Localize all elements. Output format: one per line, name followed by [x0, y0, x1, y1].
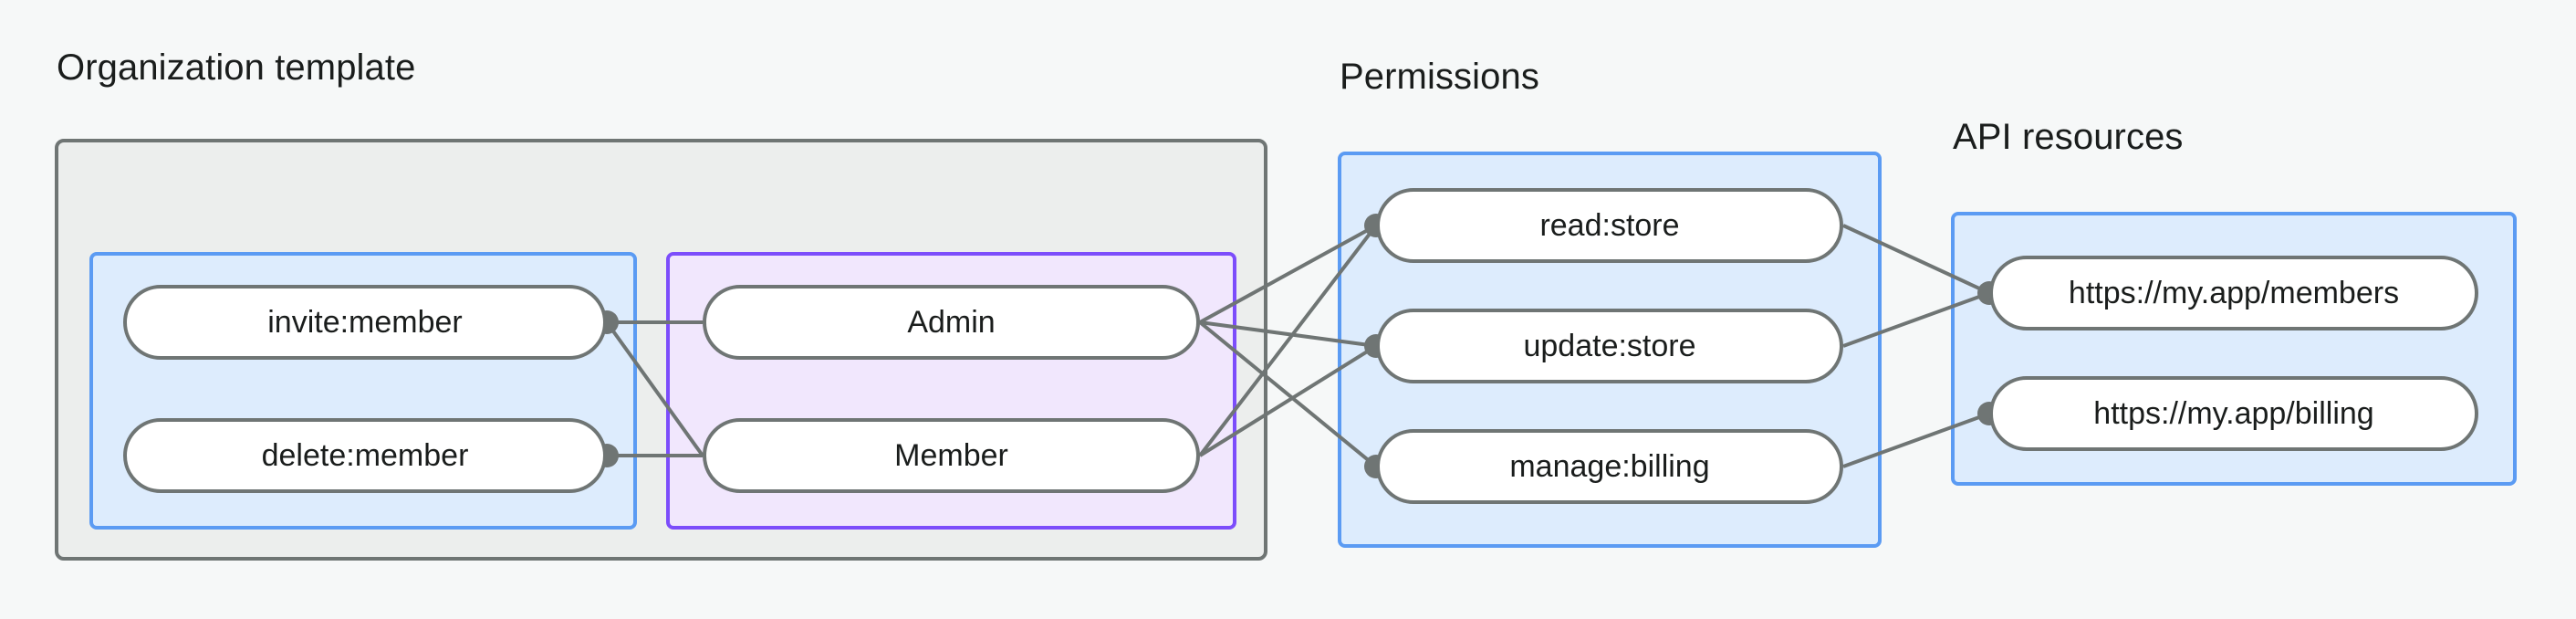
node-members-url[interactable]: https://my.app/members — [1989, 256, 2478, 330]
node-label: Admin — [907, 304, 996, 340]
node-manage-billing[interactable]: manage:billing — [1376, 429, 1843, 504]
node-update-store[interactable]: update:store — [1376, 309, 1843, 383]
node-billing-url[interactable]: https://my.app/billing — [1989, 376, 2478, 451]
node-delete-member[interactable]: delete:member — [123, 418, 607, 493]
node-label: update:store — [1523, 328, 1696, 363]
group-heading-organization-template: Organization template — [57, 47, 416, 88]
node-label: read:store — [1539, 207, 1680, 243]
group-heading-permissions: Permissions — [1340, 57, 1539, 97]
node-read-store[interactable]: read:store — [1376, 188, 1843, 263]
node-label: invite:member — [267, 304, 463, 340]
node-invite-member[interactable]: invite:member — [123, 285, 607, 360]
node-label: https://my.app/members — [2068, 275, 2400, 310]
group-heading-api-resources: API resources — [1953, 117, 2184, 157]
node-member[interactable]: Member — [703, 418, 1200, 493]
node-label: manage:billing — [1509, 448, 1710, 484]
node-label: delete:member — [261, 437, 469, 473]
node-admin[interactable]: Admin — [703, 285, 1200, 360]
node-label: Member — [894, 437, 1008, 473]
node-label: https://my.app/billing — [2093, 395, 2374, 431]
